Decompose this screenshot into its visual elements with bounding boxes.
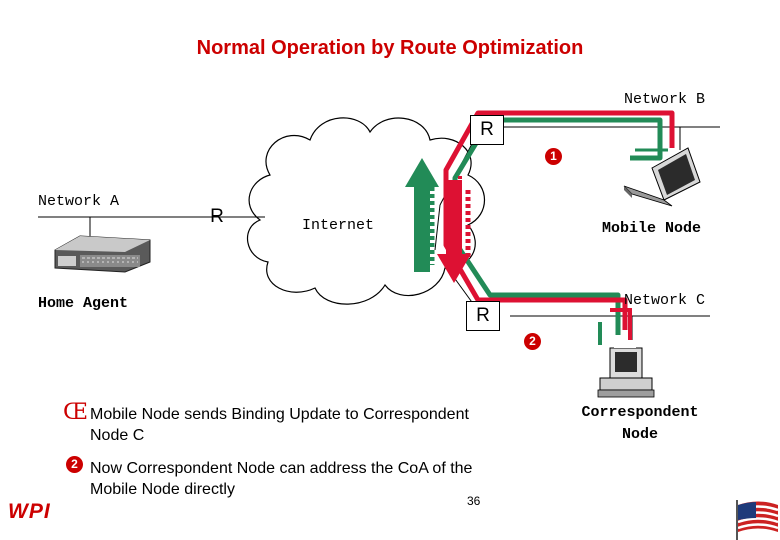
correspondent-label-line2: Node (621, 426, 658, 443)
network-b-label: Network B (624, 91, 706, 108)
green-up-arrow-icon (405, 158, 439, 272)
home-agent-device-icon (54, 235, 151, 273)
router-network-b: R (470, 115, 504, 145)
network-c-label: Network C (624, 292, 706, 309)
router-network-a: R (210, 206, 224, 227)
network-a-label: Network A (38, 193, 120, 210)
red-down-arrow-icon (437, 180, 471, 283)
mobile-node-label: Mobile Node (602, 220, 702, 237)
page-title: Normal Operation by Route Optimization (196, 37, 584, 59)
router-network-c: R (466, 301, 500, 331)
step-1-line2: Node C (90, 427, 145, 444)
desktop-computer-icon (597, 340, 655, 398)
home-agent-label: Home Agent (38, 295, 129, 312)
us-flag-icon (736, 500, 779, 540)
internet-label: Internet (302, 217, 375, 234)
green-route (452, 117, 668, 335)
step-2-line2: Mobile Node directly (90, 481, 235, 498)
step-2-marker: 2 (66, 456, 83, 473)
correspondent-label-line1: Correspondent (581, 404, 699, 421)
laptop-icon (623, 147, 701, 207)
step-marker-2: 2 (524, 333, 541, 350)
wpi-logo: WPI (8, 500, 51, 523)
step-1-marker: Œ (63, 400, 89, 425)
red-to-correspondent (598, 308, 632, 346)
page-number: 36 (467, 494, 481, 508)
step-1-line1: Mobile Node sends Binding Update to Corr… (90, 406, 469, 423)
step-2-line1: Now Correspondent Node can address the C… (90, 460, 473, 477)
step-marker-1: 1 (545, 148, 562, 165)
